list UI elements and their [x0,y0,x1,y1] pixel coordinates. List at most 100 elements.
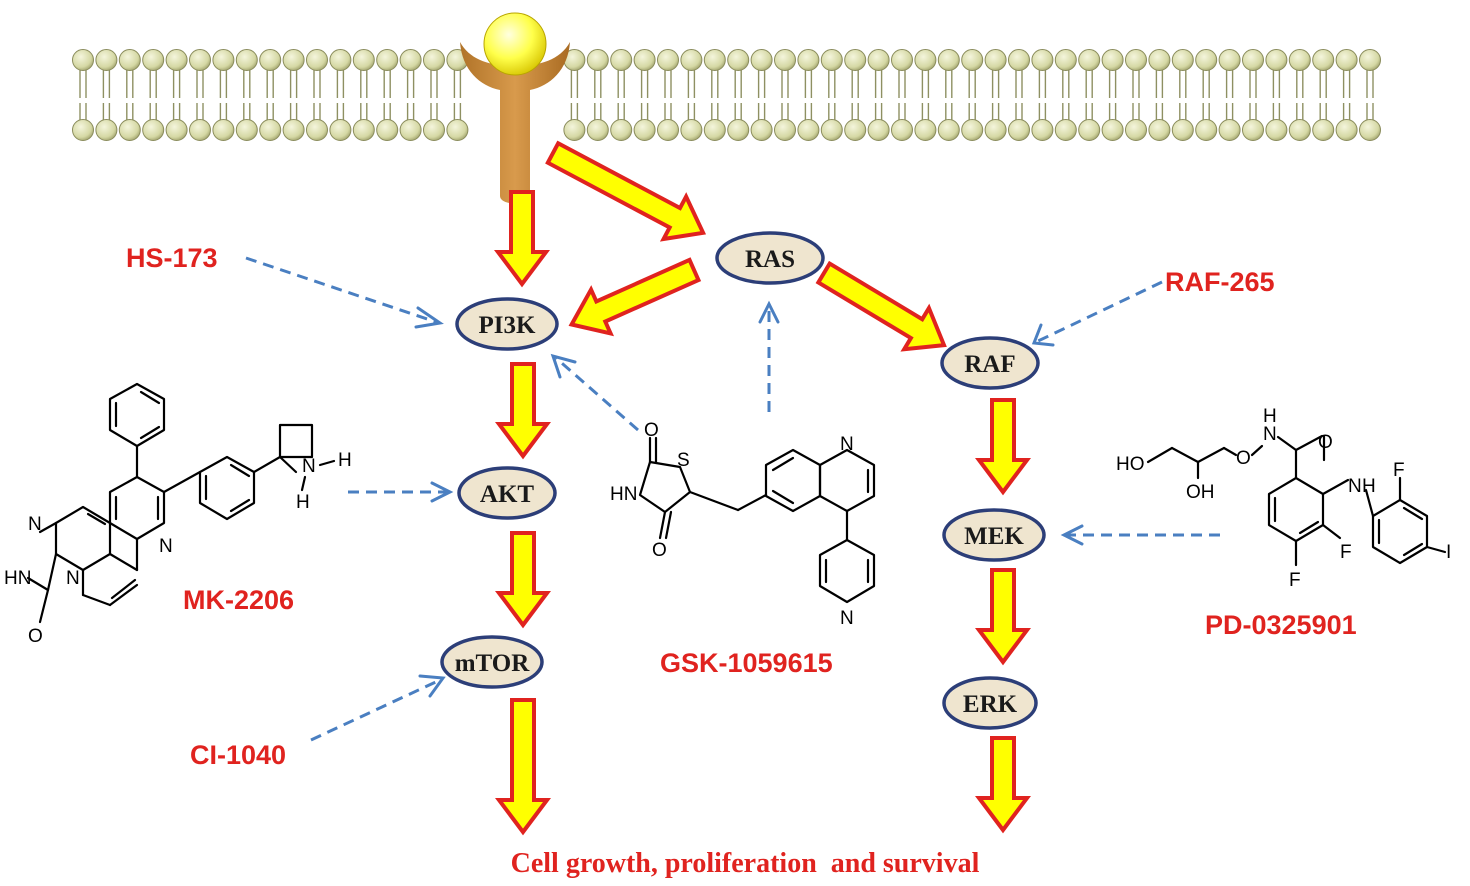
atom-label: N [840,434,854,455]
arrow-receptor-to-pi3k [494,190,550,288]
lipid-head [1195,119,1218,141]
lipid-head [1078,49,1101,71]
lipid-head [329,119,352,141]
lipid-head [1242,119,1264,141]
lipid-head [1054,119,1077,141]
node-label: ERK [963,691,1018,718]
lipid-head [657,119,679,141]
node-erk: ERK [942,676,1038,730]
lipid-head [259,49,282,71]
lipid-head [844,119,867,141]
lipid-head [376,49,399,71]
lipid-head [797,49,820,71]
lipid-head [727,119,750,141]
lipid-head [633,49,656,71]
atom-label: H [1362,476,1376,497]
node-akt: AKT [457,466,557,520]
atom-label: HO [1116,454,1145,475]
lipid-head [867,49,890,71]
lipid-head [1031,49,1054,71]
lipid-head [937,49,960,71]
lipid-head [1359,119,1381,141]
inhibit-raf265-raf [1031,280,1163,347]
atom-label: N [840,608,854,629]
mk2206-structure: N N N HN O N H H [4,382,352,647]
lipid-head [306,119,328,141]
lipid-head [867,119,890,141]
atom-label: OH [1186,482,1215,503]
lipid-head [189,49,211,71]
lipid-head [774,49,796,71]
lipid-head [95,49,118,71]
lipid-head [680,49,703,71]
lipid-head [282,119,305,141]
inhibitor-label-mk2206: MK-2206 [183,585,294,615]
lipid-head [399,119,422,141]
inhibitor-label-hs173: HS-173 [126,243,218,273]
lipid-head [282,49,305,71]
lipid-head [961,119,984,141]
lipid-head [142,49,165,71]
lipid-head [1125,49,1147,71]
atom-label: O [1236,448,1251,469]
lipid-head [1125,119,1147,141]
atom-label: F [1340,542,1352,563]
lipid-head [306,49,328,71]
outcome-label: Cell growth, proliferation and survival [511,848,980,879]
lipid-head [212,119,235,141]
lipid-head [1218,49,1241,71]
lipid-head [937,119,960,141]
lipid-head [399,49,422,71]
lipid-head [1008,49,1030,71]
atom-label: O [652,540,667,561]
lipid-head [1078,119,1101,141]
atom-label: O [28,626,43,647]
lipid-head [1031,119,1054,141]
lipid-head [1101,49,1124,71]
arrow-erk-to-outcome [975,736,1031,834]
atom-label: N [302,456,316,477]
atom-label: H [1263,406,1277,427]
inhibitor-label-ci1040: CI-1040 [190,740,286,770]
lipid-head [914,49,937,71]
atom-label: O [1318,432,1333,453]
lipid-head [1265,119,1288,141]
lipid-head [703,49,726,71]
lipid-head [1195,49,1218,71]
lipid-head [1148,49,1171,71]
lipid-head [610,119,633,141]
lipid-head [446,119,469,141]
lipid-head [680,119,703,141]
inhibit-gsk-pi3k [550,353,639,432]
lipid-head [891,119,913,141]
lipid-head [1054,49,1077,71]
lipid-head [1312,49,1335,71]
lipid-head [1242,49,1264,71]
pd0325901-structure: HO OH O N H O N H F F F I [1116,406,1451,591]
lipid-head [984,119,1007,141]
lipid-head [1288,119,1311,141]
node-ras: RAS [715,231,825,285]
lipid-head [95,119,118,141]
arrow-akt-to-mtor [495,531,551,629]
atom-label: O [644,420,659,441]
atom-label: H [338,450,352,471]
lipid-head [563,119,586,141]
arrow-raf-to-mek [975,398,1031,496]
lipid-head [259,119,282,141]
lipid-head [423,119,445,141]
lipid-head [1171,119,1194,141]
lipid-head [235,49,258,71]
atom-label: S [677,450,690,471]
inhibit-mk2206-akt [348,481,454,503]
atom-label: N [1348,476,1362,497]
node-label: RAS [745,246,795,273]
atom-label: N [159,536,173,557]
lipid-head [352,49,375,71]
lipid-head [703,119,726,141]
atom-label: HN [610,484,637,505]
receptor [460,42,570,204]
lipid-head [657,49,679,71]
lipid-head [820,119,843,141]
lipid-head [820,49,843,71]
